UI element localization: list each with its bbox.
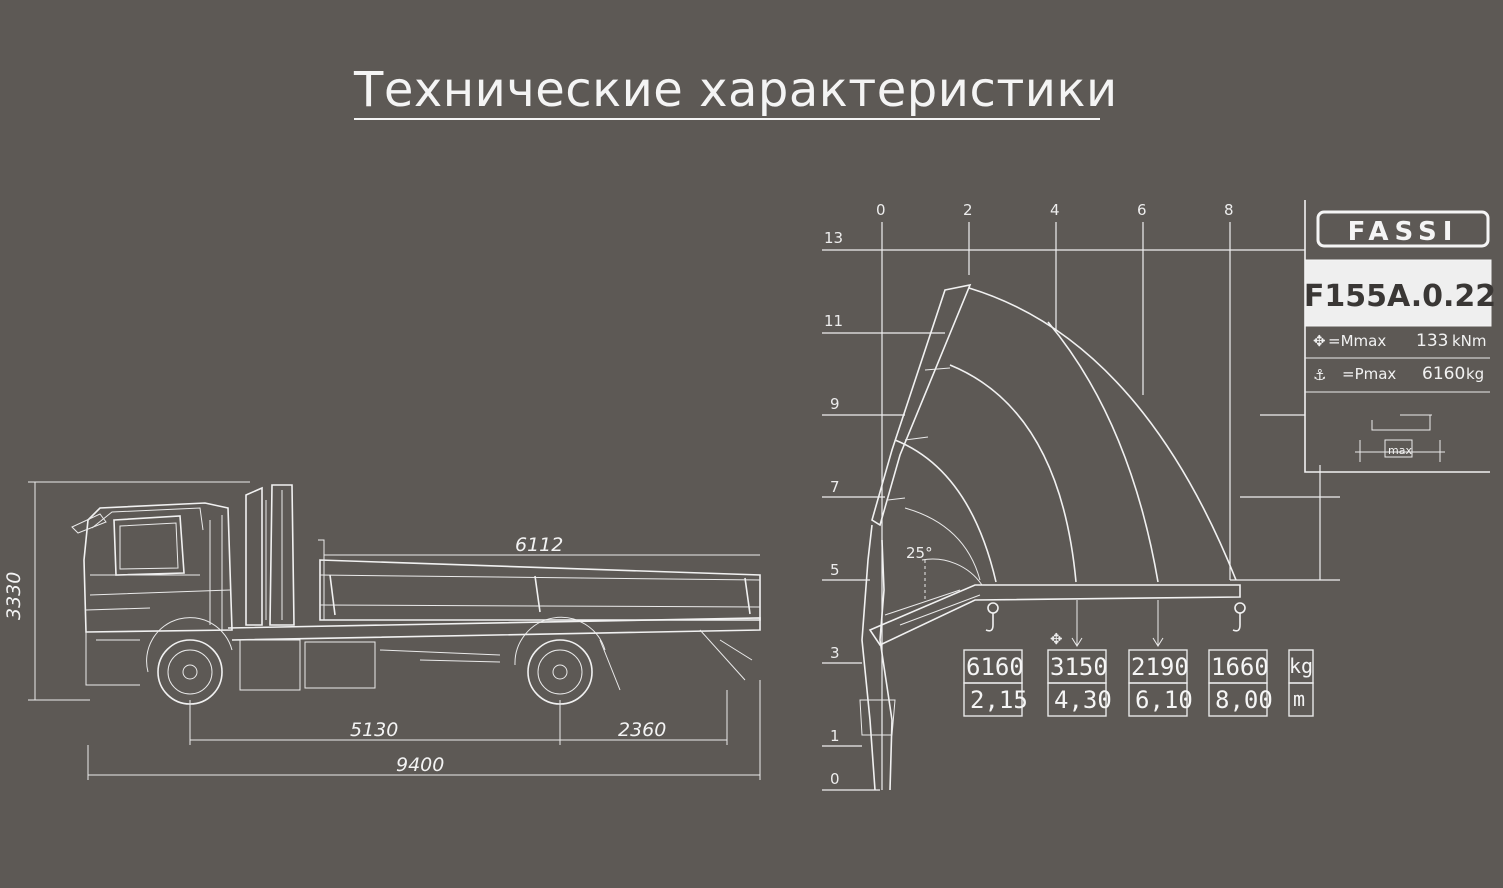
load-1-m: 2,15 (970, 686, 1028, 714)
truck-rear-overhang-dim: 2360 (618, 719, 666, 741)
angle-arc (921, 558, 983, 586)
y-tick-7: 7 (830, 478, 840, 496)
crane-reach-curves (894, 287, 1237, 583)
crane-axis-y-ticks: 13 11 9 7 5 3 1 0 (824, 229, 843, 788)
load-3-kg: 2190 (1131, 653, 1189, 681)
fassi-logo: FASSI (1348, 217, 1459, 247)
crane-model: F155A.0.22 (1304, 279, 1496, 314)
x-tick-4: 4 (1050, 201, 1060, 219)
truck-body-length-dim: 6112 (515, 534, 563, 556)
y-tick-5: 5 (830, 561, 840, 579)
y-tick-3: 3 (830, 644, 840, 662)
crane-axis-x-ticks: 0 2 4 6 8 (876, 201, 1234, 219)
y-tick-13: 13 (824, 229, 843, 247)
y-tick-0: 0 (830, 770, 840, 788)
angle-label: 25° (906, 544, 933, 562)
x-tick-2: 2 (963, 201, 973, 219)
y-tick-1: 1 (830, 727, 840, 745)
mmax-unit: kNm (1452, 332, 1487, 350)
truck-height-dim: 3330 (3, 572, 25, 620)
stabilizer-max-label: max (1388, 444, 1412, 457)
mmax-icon: ✥ (1313, 332, 1326, 350)
unit-m: m (1293, 687, 1305, 711)
pmax-unit: kg (1466, 365, 1484, 383)
truck-wheelbase-dim: 5130 (350, 719, 398, 741)
title-underline (354, 118, 1100, 120)
pmax-value: 6160 (1422, 364, 1465, 384)
load-1-kg: 6160 (966, 653, 1024, 681)
mmax-label: =Mmax (1328, 332, 1386, 350)
crane-grid (822, 222, 1340, 791)
mmax-value: 133 (1416, 331, 1448, 351)
x-tick-6: 6 (1137, 201, 1147, 219)
fassi-panel (1304, 200, 1492, 473)
page-title: Технические характеристики (354, 62, 1118, 118)
load-2-m: 4,30 (1054, 686, 1112, 714)
y-tick-9: 9 (830, 395, 840, 413)
truck-total-length-dim: 9400 (396, 754, 444, 776)
hook-icons (985, 600, 1246, 647)
pmax-hook-icon: ⚓ (1313, 366, 1326, 384)
truck-drawing (28, 481, 761, 780)
load-4-kg: 1660 (1211, 653, 1269, 681)
crane-boom (859, 283, 1241, 791)
y-tick-11: 11 (824, 312, 843, 330)
load-3-m: 6,10 (1135, 686, 1193, 714)
max-moment-icon: ✥ (1050, 630, 1063, 648)
pmax-label: =Pmax (1342, 365, 1396, 383)
x-tick-8: 8 (1224, 201, 1234, 219)
load-table (963, 649, 1314, 717)
load-4-m: 8,00 (1215, 686, 1273, 714)
load-2-kg: 3150 (1050, 653, 1108, 681)
unit-kg: kg (1289, 654, 1313, 678)
x-tick-0: 0 (876, 201, 886, 219)
